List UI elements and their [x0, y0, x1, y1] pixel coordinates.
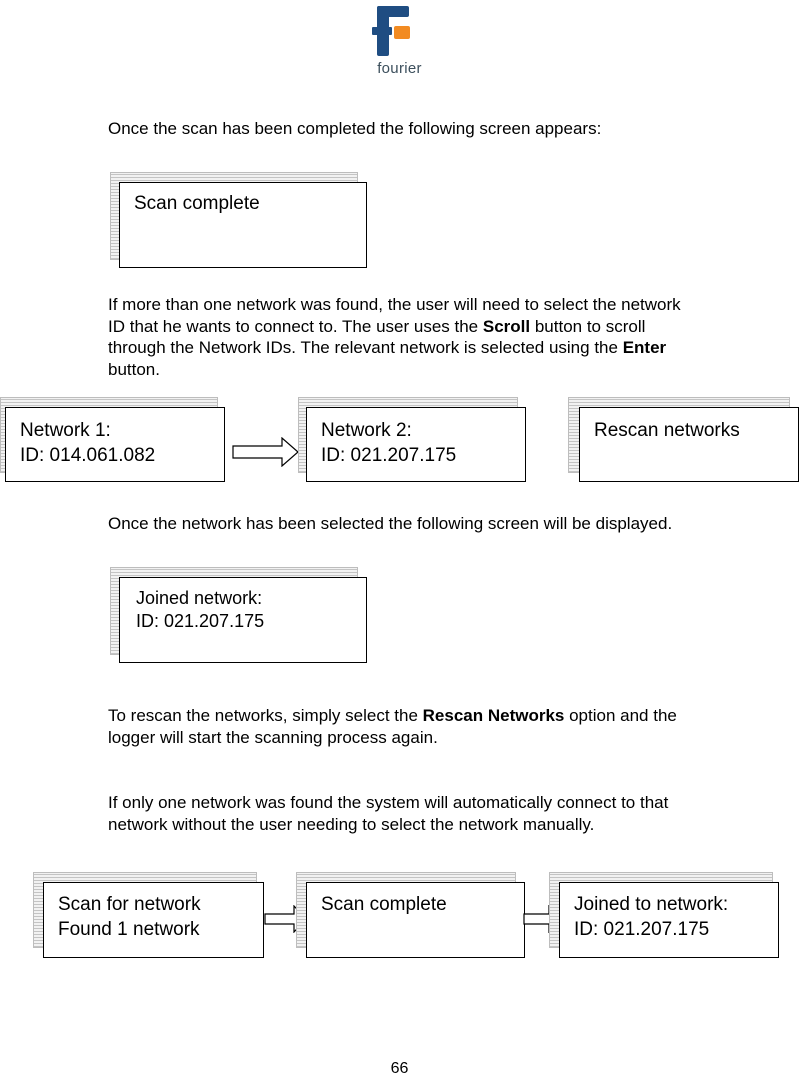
paragraph-scan-completed: Once the scan has been completed the fol… — [108, 119, 602, 138]
lcd-line: ID: 021.207.175 — [136, 611, 265, 631]
paragraph-network-selected: Once the network has been selected the f… — [108, 514, 673, 533]
fourier-logo — [372, 6, 410, 56]
lcd-line: Joined network: — [136, 588, 263, 608]
lcd-display: Rescan networks — [579, 407, 799, 482]
lcd-line: Joined to network: — [574, 894, 729, 915]
lcd-line: Found 1 network — [58, 919, 200, 940]
scroll-keyword: Scroll — [482, 316, 531, 336]
arrow-right-icon — [232, 437, 299, 467]
lcd-display: Network 2: ID: 021.207.175 — [306, 407, 526, 482]
lcd-line: Network 1: — [20, 420, 111, 441]
lcd-line: Scan complete — [321, 894, 447, 915]
lcd-display: Joined to network: ID: 021.207.175 — [559, 882, 779, 958]
lcd-display: Scan complete — [119, 182, 367, 268]
fourier-logo-icon — [372, 6, 410, 56]
rescan-networks-keyword: Rescan Networks — [422, 706, 565, 725]
lcd-line: ID: 021.207.175 — [321, 445, 457, 466]
lcd-line: Scan for network — [58, 894, 201, 915]
lcd-display: Scan complete — [306, 882, 525, 958]
paragraph-single-network: If only one network was found the system… — [108, 793, 669, 834]
lcd-line: ID: 021.207.175 — [574, 919, 710, 940]
lcd-display: Scan for network Found 1 network — [43, 882, 264, 958]
lcd-line: Rescan networks — [594, 420, 740, 441]
lcd-line: Scan complete — [134, 193, 260, 214]
paragraph-select-network: If more than one network was found, the … — [108, 295, 681, 379]
brand-name: fourier — [377, 60, 422, 77]
lcd-line: Network 2: — [321, 420, 412, 441]
paragraph-rescan: To rescan the networks, simply select th… — [108, 706, 677, 747]
lcd-display: Joined network: ID: 021.207.175 — [119, 577, 367, 663]
page-number: 66 — [390, 1060, 409, 1077]
lcd-line: ID: 014.061.082 — [20, 445, 156, 466]
enter-keyword: Enter — [622, 338, 667, 357]
lcd-display: Network 1: ID: 014.061.082 — [5, 407, 225, 482]
